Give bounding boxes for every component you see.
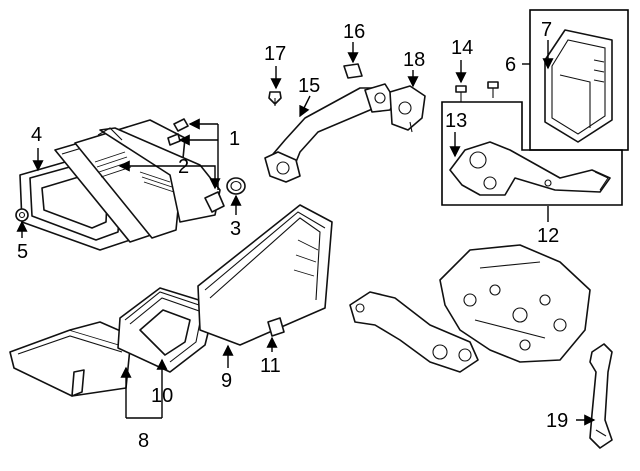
callout-16: 16 [343,21,365,43]
callout-2: 2 [178,156,189,178]
callout-8: 8 [138,430,149,452]
callout-5: 5 [17,241,28,263]
callout-9: 9 [221,370,232,392]
callout-13: 13 [445,110,467,132]
callout-3: 3 [230,218,241,240]
callout-1: 1 [229,128,240,150]
callout-14: 14 [451,37,473,59]
callout-4: 4 [31,124,42,146]
crossover-pipe [264,83,396,183]
bolt-part-14 [455,81,499,102]
air-cleaner-housing [19,119,225,251]
valve-bracket [389,85,426,133]
callout-19: 19 [546,410,568,432]
nut-part [343,63,363,79]
callout-11: 11 [260,355,281,377]
pipe-assembly [449,141,611,196]
hose-part [589,343,613,449]
callout-18: 18 [403,49,425,71]
bolt-part-17 [268,91,282,106]
callout-labels: 1 2 3 4 5 6 7 8 9 10 11 12 13 14 15 16 1… [17,19,568,452]
grommet-part [15,208,29,222]
callout-17: 17 [264,43,286,65]
o-ring-part [226,177,246,195]
resonator-part [544,29,613,143]
clip-parts [167,118,189,146]
callout-12: 12 [537,225,559,247]
callout-10: 10 [151,385,173,407]
exhaust-manifold [349,291,479,373]
resonator-box [529,9,629,151]
callout-6: 6 [505,54,516,76]
callout-15: 15 [298,75,320,97]
leader-lines [16,40,596,426]
callout-7: 7 [541,19,552,41]
intake-manifold [439,244,591,363]
intake-duct-assembly [9,204,333,397]
